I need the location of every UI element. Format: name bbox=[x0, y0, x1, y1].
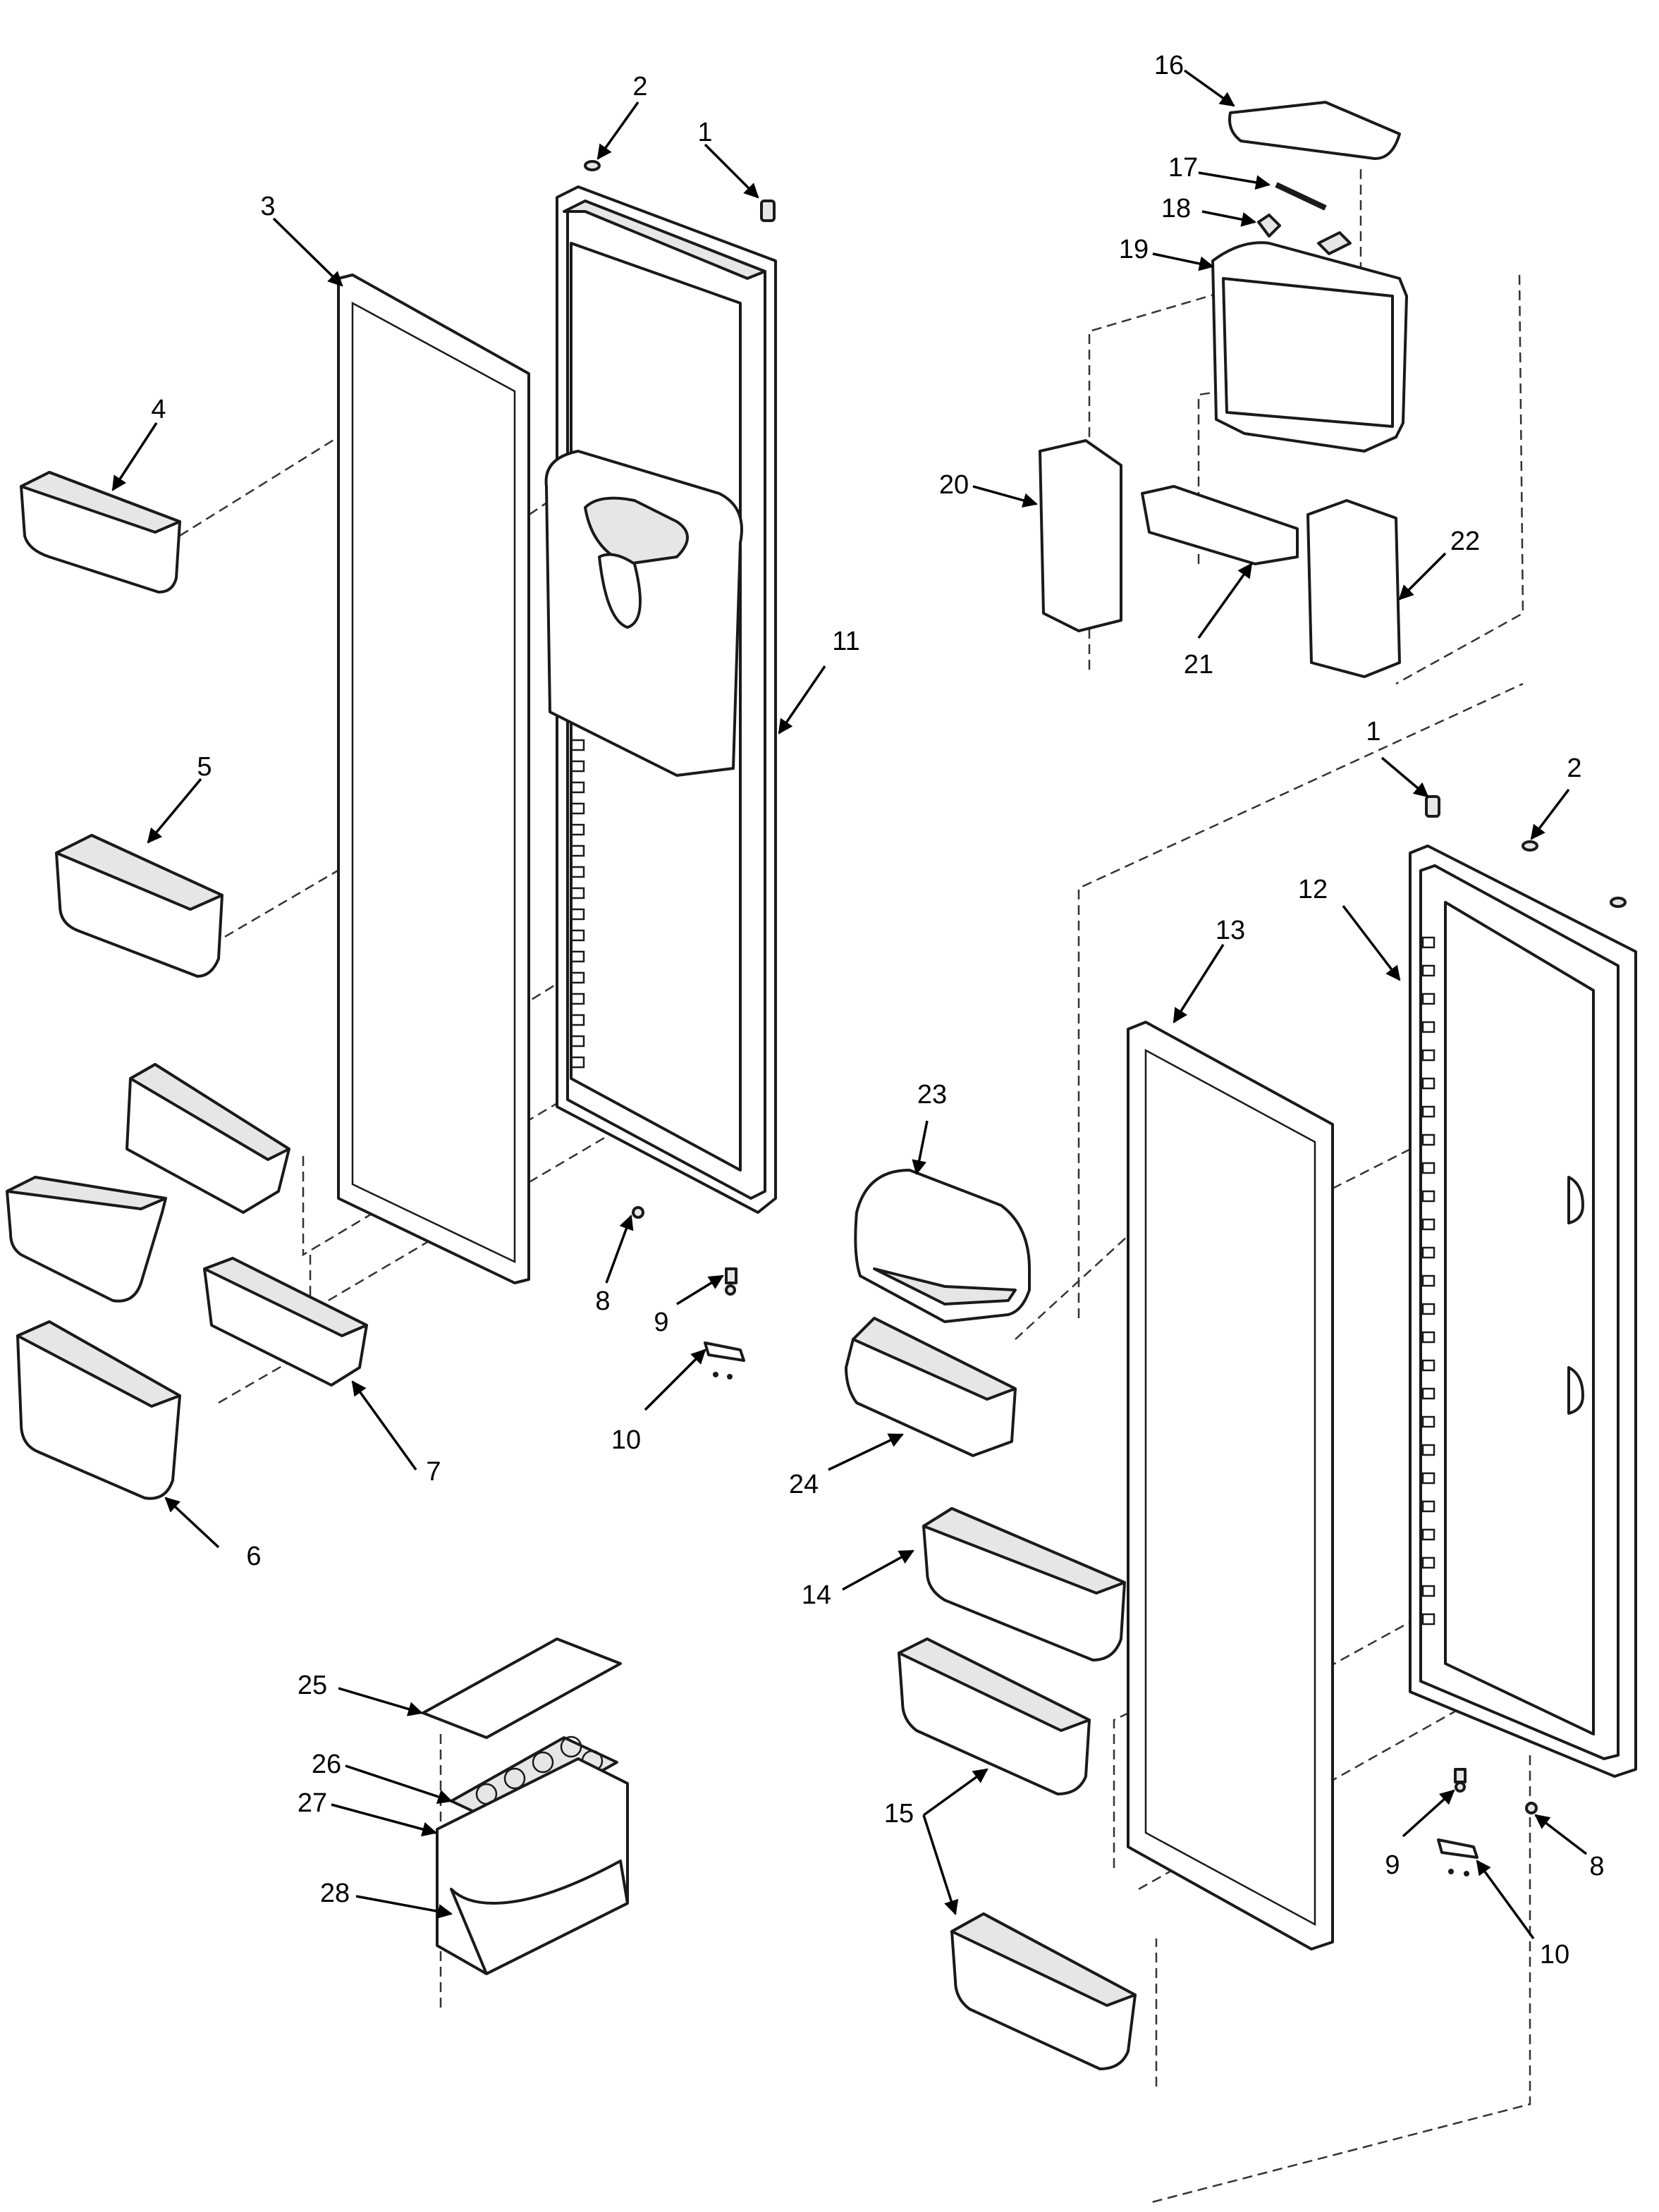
fresh-food-liner-slots bbox=[1421, 936, 1435, 1626]
callout-5: 5 bbox=[197, 752, 212, 782]
freezer-top-cap-1 bbox=[760, 199, 776, 222]
callout-17: 17 bbox=[1168, 153, 1198, 183]
callout-26: 26 bbox=[312, 1750, 341, 1779]
fresh-food-door-liner bbox=[1409, 844, 1637, 1778]
callout-1-fresh-food: 1 bbox=[1366, 717, 1381, 746]
callout-23: 23 bbox=[917, 1080, 947, 1110]
callout-7: 7 bbox=[426, 1457, 441, 1487]
freezer-deep-bin-6 bbox=[16, 1320, 181, 1500]
callout-4: 4 bbox=[151, 395, 166, 424]
fresh-food-hinge-bracket-10 bbox=[1437, 1838, 1479, 1876]
fresh-food-bin-14 bbox=[922, 1507, 1126, 1661]
callout-3: 3 bbox=[260, 192, 275, 221]
fresh-food-screw-8 bbox=[1525, 1802, 1538, 1814]
freezer-screw-8 bbox=[632, 1206, 644, 1219]
freezer-bin-5 bbox=[55, 834, 224, 978]
fresh-food-bin-24 bbox=[845, 1317, 1017, 1457]
callout-10-fresh-food: 10 bbox=[1540, 1940, 1569, 1970]
freezer-deep-bin-upper bbox=[6, 1176, 167, 1303]
fresh-food-hinge-pin-9 bbox=[1454, 1768, 1467, 1793]
callout-21: 21 bbox=[1184, 650, 1213, 680]
callout-16: 16 bbox=[1154, 51, 1184, 80]
callout-2-fresh-food: 2 bbox=[1567, 754, 1581, 783]
callout-28: 28 bbox=[320, 1879, 350, 1908]
freezer-door-gasket bbox=[337, 274, 530, 1284]
coupler-18 bbox=[1257, 214, 1352, 255]
callout-9-freezer: 9 bbox=[654, 1308, 668, 1337]
callout-6: 6 bbox=[246, 1542, 261, 1571]
freezer-door-assembly bbox=[6, 160, 777, 1500]
callout-10-freezer: 10 bbox=[611, 1425, 641, 1455]
ice-bin-housing-19 bbox=[1211, 241, 1408, 453]
ice-tray-21 bbox=[1141, 485, 1299, 565]
callout-27: 27 bbox=[298, 1788, 327, 1818]
callout-15: 15 bbox=[884, 1799, 914, 1829]
callout-8-fresh-food: 8 bbox=[1589, 1852, 1604, 1881]
fresh-food-door-assembly bbox=[845, 682, 1637, 2204]
leader-lines bbox=[111, 69, 1588, 1940]
callout-1-freezer: 1 bbox=[697, 118, 712, 147]
callout-12: 12 bbox=[1298, 875, 1328, 904]
freezer-hinge-pin-9 bbox=[725, 1267, 737, 1296]
callout-22: 22 bbox=[1450, 527, 1480, 556]
callout-25: 25 bbox=[298, 1671, 327, 1700]
freezer-top-screw-2 bbox=[584, 160, 601, 171]
ice-tray-assembly bbox=[422, 1638, 629, 2009]
callout-9-fresh-food: 9 bbox=[1385, 1850, 1400, 1880]
freezer-liner-slots bbox=[570, 739, 585, 1069]
ice-tray-cover-25 bbox=[422, 1638, 622, 1739]
callout-24: 24 bbox=[789, 1470, 819, 1499]
freezer-hinge-bracket-10 bbox=[704, 1341, 745, 1380]
dairy-compartment-23 bbox=[854, 1169, 1031, 1323]
callout-19: 19 bbox=[1119, 235, 1149, 264]
auger-housing-20 bbox=[1039, 439, 1122, 632]
callout-14: 14 bbox=[802, 1580, 831, 1610]
callout-8-freezer: 8 bbox=[595, 1286, 610, 1316]
callout-18: 18 bbox=[1161, 194, 1191, 223]
ice-bucket-bottom-28 bbox=[450, 1860, 629, 1975]
callout-11: 11 bbox=[832, 627, 859, 656]
fresh-food-top-screw-2 bbox=[1522, 840, 1627, 908]
callout-13: 13 bbox=[1216, 916, 1245, 945]
fresh-food-top-cap-1 bbox=[1425, 795, 1440, 818]
fresh-food-door-gasket bbox=[1127, 1021, 1334, 1950]
freezer-rack-7 bbox=[203, 1257, 368, 1387]
auger-rod-17 bbox=[1275, 182, 1327, 211]
auger-housing-22 bbox=[1306, 499, 1401, 678]
ice-bin-assembly bbox=[1039, 101, 1524, 685]
callout-2-freezer: 2 bbox=[632, 72, 647, 102]
fresh-food-bin-15-lower bbox=[950, 1912, 1137, 2070]
freezer-door-liner bbox=[544, 185, 777, 1214]
callout-labels: 1 2 3 4 5 6 7 8 9 10 11 12 13 14 15 16 1… bbox=[151, 51, 1604, 1970]
freezer-bin-4 bbox=[20, 471, 181, 594]
ice-bin-cover-16 bbox=[1228, 101, 1401, 160]
fresh-food-bin-15-upper bbox=[898, 1638, 1091, 1795]
callout-20: 20 bbox=[939, 470, 969, 500]
freezer-rack-upper bbox=[126, 1063, 290, 1214]
